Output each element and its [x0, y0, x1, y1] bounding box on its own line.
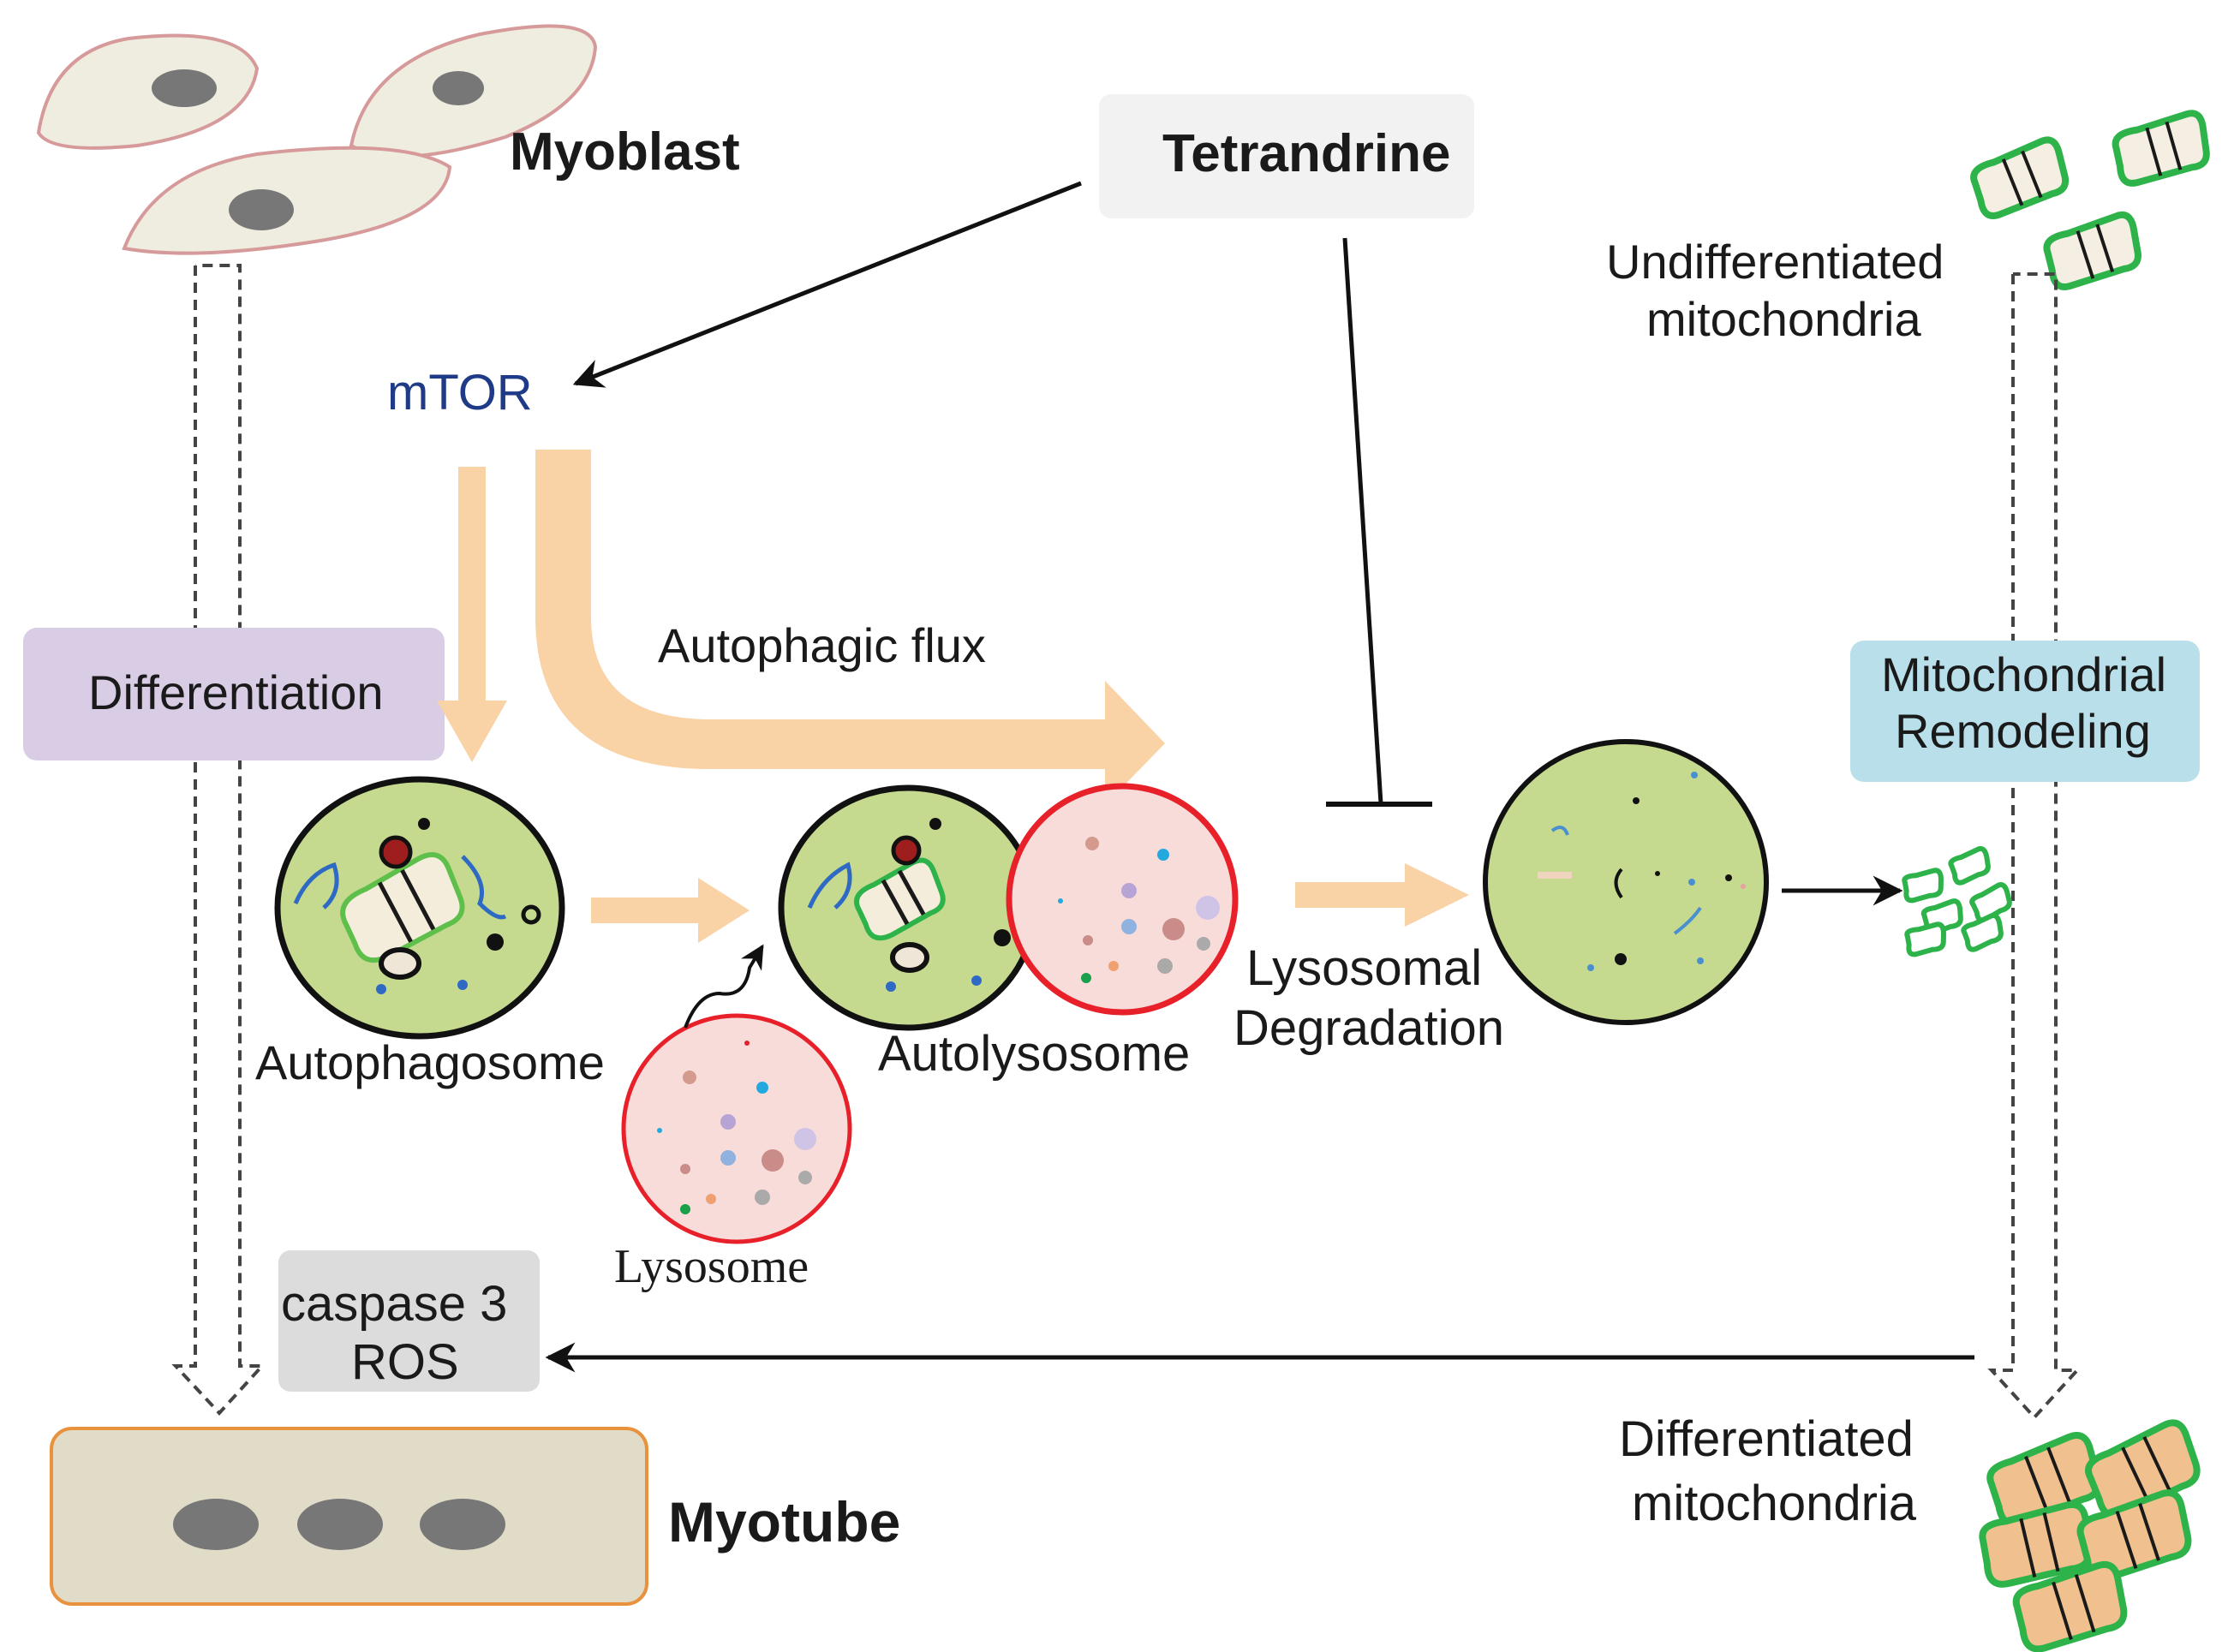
differentiated-mitochondria-group	[1979, 1419, 2204, 1652]
autophagic-flux-arrow	[535, 450, 1165, 805]
differentiation-box	[23, 628, 445, 760]
undifferentiated-label-line2: mitochondria	[1646, 292, 1921, 346]
caspase-ros-box	[278, 1250, 540, 1392]
undifferentiated-label-line1: Undifferentiated	[1606, 235, 1944, 289]
autophagosome	[274, 776, 565, 1040]
fragmented-mitochondria	[1902, 847, 2014, 955]
degradation-label: Degradation	[1233, 1000, 1504, 1056]
lysosome-to-autolysosome-arrow	[684, 944, 764, 1029]
myoblast-cells	[36, 24, 598, 255]
tetrandrine-inhibition-bar	[1326, 237, 1432, 807]
autolysosome-label: Autolysosome	[878, 1026, 1190, 1082]
undifferentiated-mitochondria-group	[1968, 111, 2211, 289]
lysosome-label: Lysosome	[614, 1240, 809, 1293]
myotube-label: Myotube	[668, 1490, 900, 1554]
mtor-label: mTOR	[387, 365, 533, 420]
mtor-to-autophagosome-arrow	[437, 467, 507, 762]
tetrandrine-to-mtor-arrow	[572, 181, 1082, 388]
autolysosome	[778, 783, 1239, 1031]
caspase-label: caspase 3	[281, 1276, 507, 1332]
myotube	[50, 1427, 648, 1606]
autophagic-flux-label: Autophagic flux	[658, 618, 986, 672]
autophagosome-to-autolysosome-arrow	[591, 878, 750, 943]
degraded-vesicle	[1483, 739, 1769, 1025]
lysosomal-label: Lysosomal	[1246, 940, 1482, 996]
differentiated-label-line1: Differentiated	[1619, 1411, 1914, 1467]
lysosome	[621, 1013, 852, 1244]
autophagosome-label: Autophagosome	[255, 1035, 605, 1089]
mito-remodeling-line2: Remodeling	[1895, 704, 2151, 758]
right-remodeling-dashed-arrow	[1987, 272, 2082, 1420]
mito-remodeling-line1: Mitochondrial	[1881, 647, 2166, 701]
myoblast-label: Myoblast	[510, 122, 740, 182]
autolysosome-to-degradation-arrow	[1295, 863, 1469, 927]
tetrandrine-box	[1099, 94, 1474, 218]
tetrandrine-label: Tetrandrine	[1162, 124, 1450, 183]
mitochondrial-remodeling-box	[1850, 641, 2200, 782]
differentiation-label: Differentiation	[88, 665, 384, 719]
differentiated-label-line2: mitochondria	[1632, 1476, 1917, 1531]
left-differentiation-dashed-arrow	[171, 264, 266, 1416]
ros-label: ROS	[351, 1334, 459, 1390]
